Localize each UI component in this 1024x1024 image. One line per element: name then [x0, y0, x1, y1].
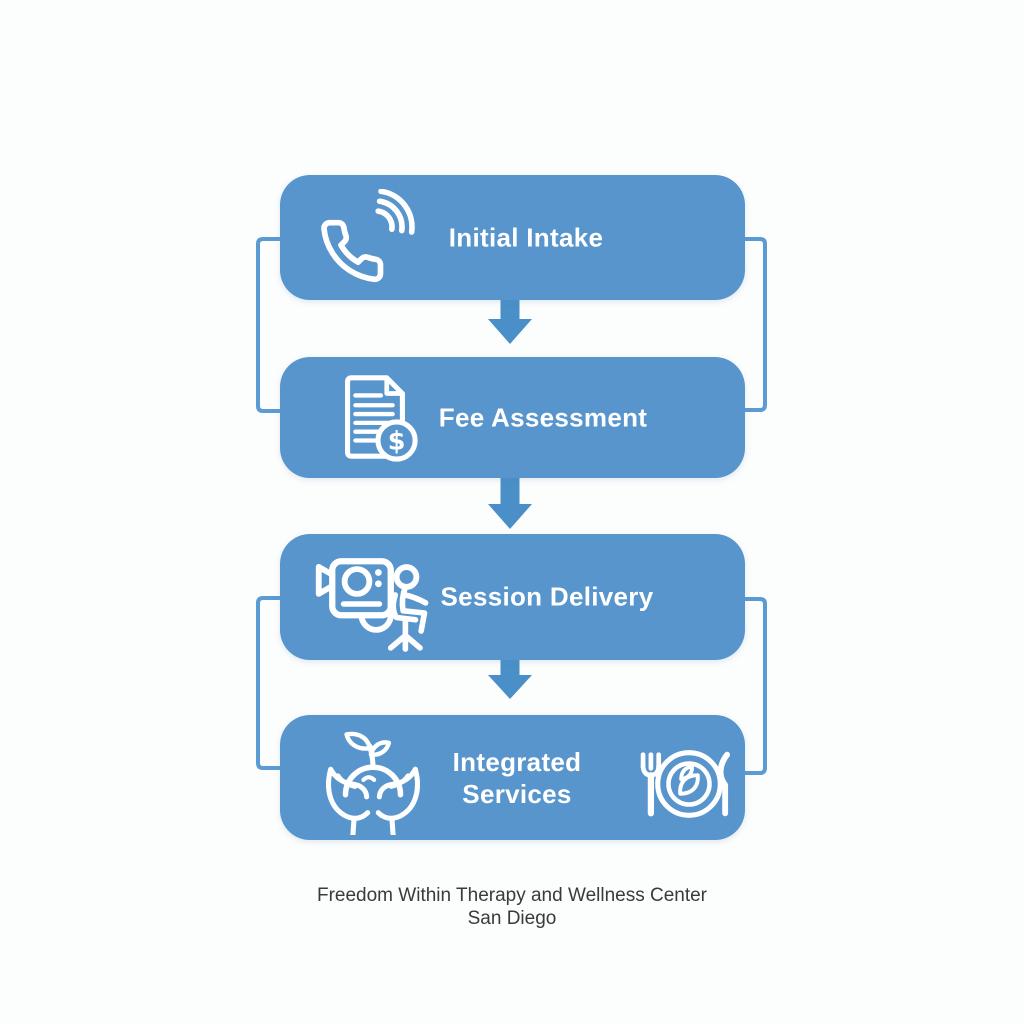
footer-caption: Freedom Within Therapy and Wellness Cent…: [0, 884, 1024, 930]
right-bracket-top: [742, 237, 767, 412]
node-label: Session Delivery: [440, 581, 654, 612]
footer-line-1: Freedom Within Therapy and Wellness Cent…: [316, 885, 708, 906]
video-session-icon: [315, 558, 429, 652]
left-bracket-bottom: [256, 596, 282, 770]
node-label: Fee Assessment: [438, 402, 648, 432]
node-initial-intake: Initial Intake: [280, 175, 745, 300]
right-bracket-bottom: [742, 597, 767, 775]
node-integrated-services: Integrated Services: [280, 715, 745, 840]
down-arrow-1: [488, 300, 532, 344]
dollar-glyph: $: [388, 426, 406, 456]
plate-cutlery-icon: [640, 750, 731, 818]
node-label: Integrated Services: [452, 746, 582, 809]
node-session-delivery: Session Delivery: [280, 534, 745, 660]
document-dollar-icon: $: [345, 375, 418, 462]
down-arrow-2: [488, 478, 532, 529]
footer-line-2: San Diego: [467, 908, 557, 929]
hands-plant-icon: [326, 731, 428, 835]
node-label: Initial Intake: [448, 222, 604, 252]
down-arrow-3: [488, 660, 532, 699]
phone-signal-icon: [321, 189, 415, 283]
left-bracket-top: [256, 237, 282, 413]
node-fee-assessment: $ Fee Assessment: [280, 357, 745, 478]
